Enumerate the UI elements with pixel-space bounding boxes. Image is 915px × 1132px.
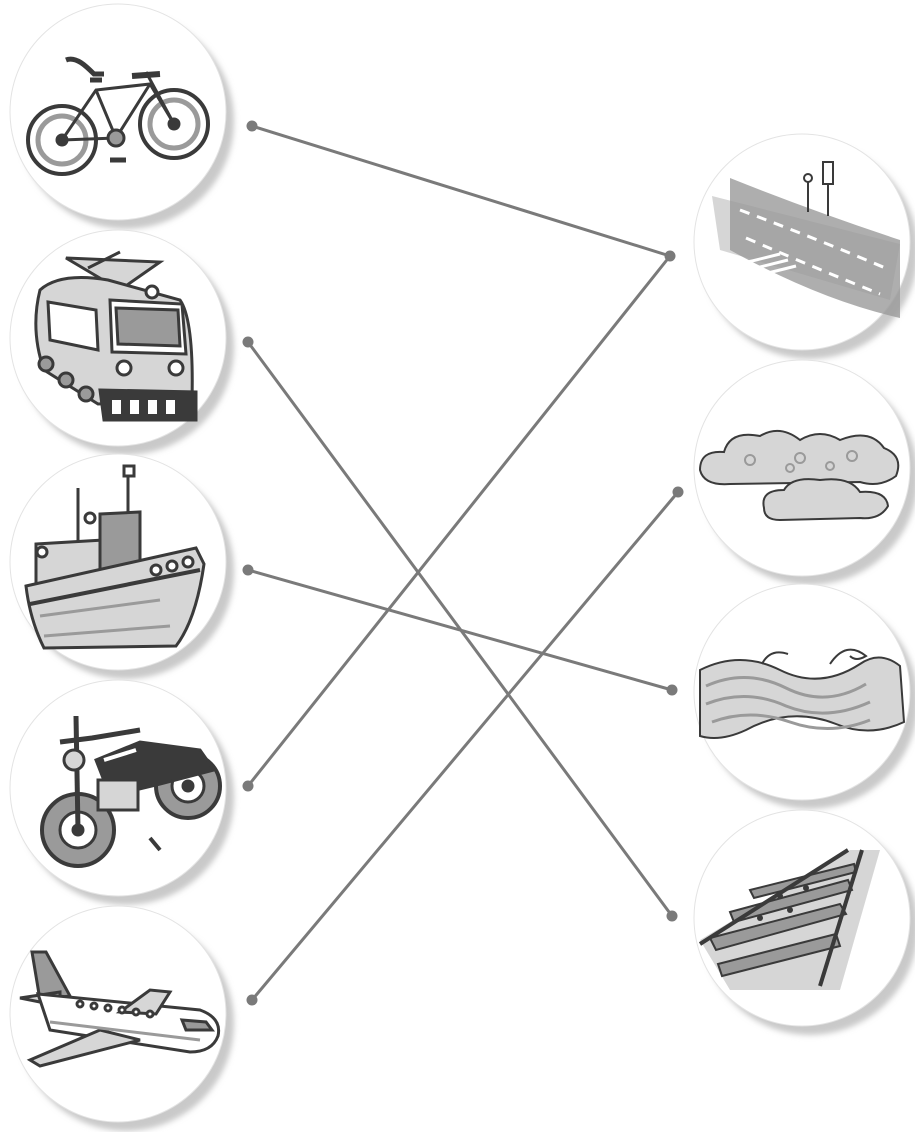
rails-item <box>694 810 915 1035</box>
connector-bicycle-to-road <box>252 126 670 256</box>
ship-item <box>10 454 234 679</box>
anchor-dot-airplane <box>247 995 258 1006</box>
anchor-dot-motorcycle <box>243 781 254 792</box>
anchor-dot-rails <box>667 911 678 922</box>
anchor-dot-water <box>667 685 678 696</box>
anchor-dot-sky <box>673 487 684 498</box>
connector-motorcycle-to-road <box>248 256 670 786</box>
anchor-dot-bicycle <box>247 121 258 132</box>
motorcycle-item <box>10 680 234 905</box>
road-item <box>694 134 915 359</box>
bicycle-item <box>10 4 234 229</box>
anchor-dot-road <box>665 251 676 262</box>
anchor-dot-ship <box>243 565 254 576</box>
connector-ship-to-water <box>248 570 672 690</box>
tram-item <box>10 230 234 455</box>
anchor-dot-tram <box>243 337 254 348</box>
sky-item <box>694 360 915 585</box>
water-item <box>694 584 915 809</box>
airplane-item <box>10 906 234 1131</box>
connection-lines <box>248 126 678 1000</box>
connector-airplane-to-sky <box>252 492 678 1000</box>
